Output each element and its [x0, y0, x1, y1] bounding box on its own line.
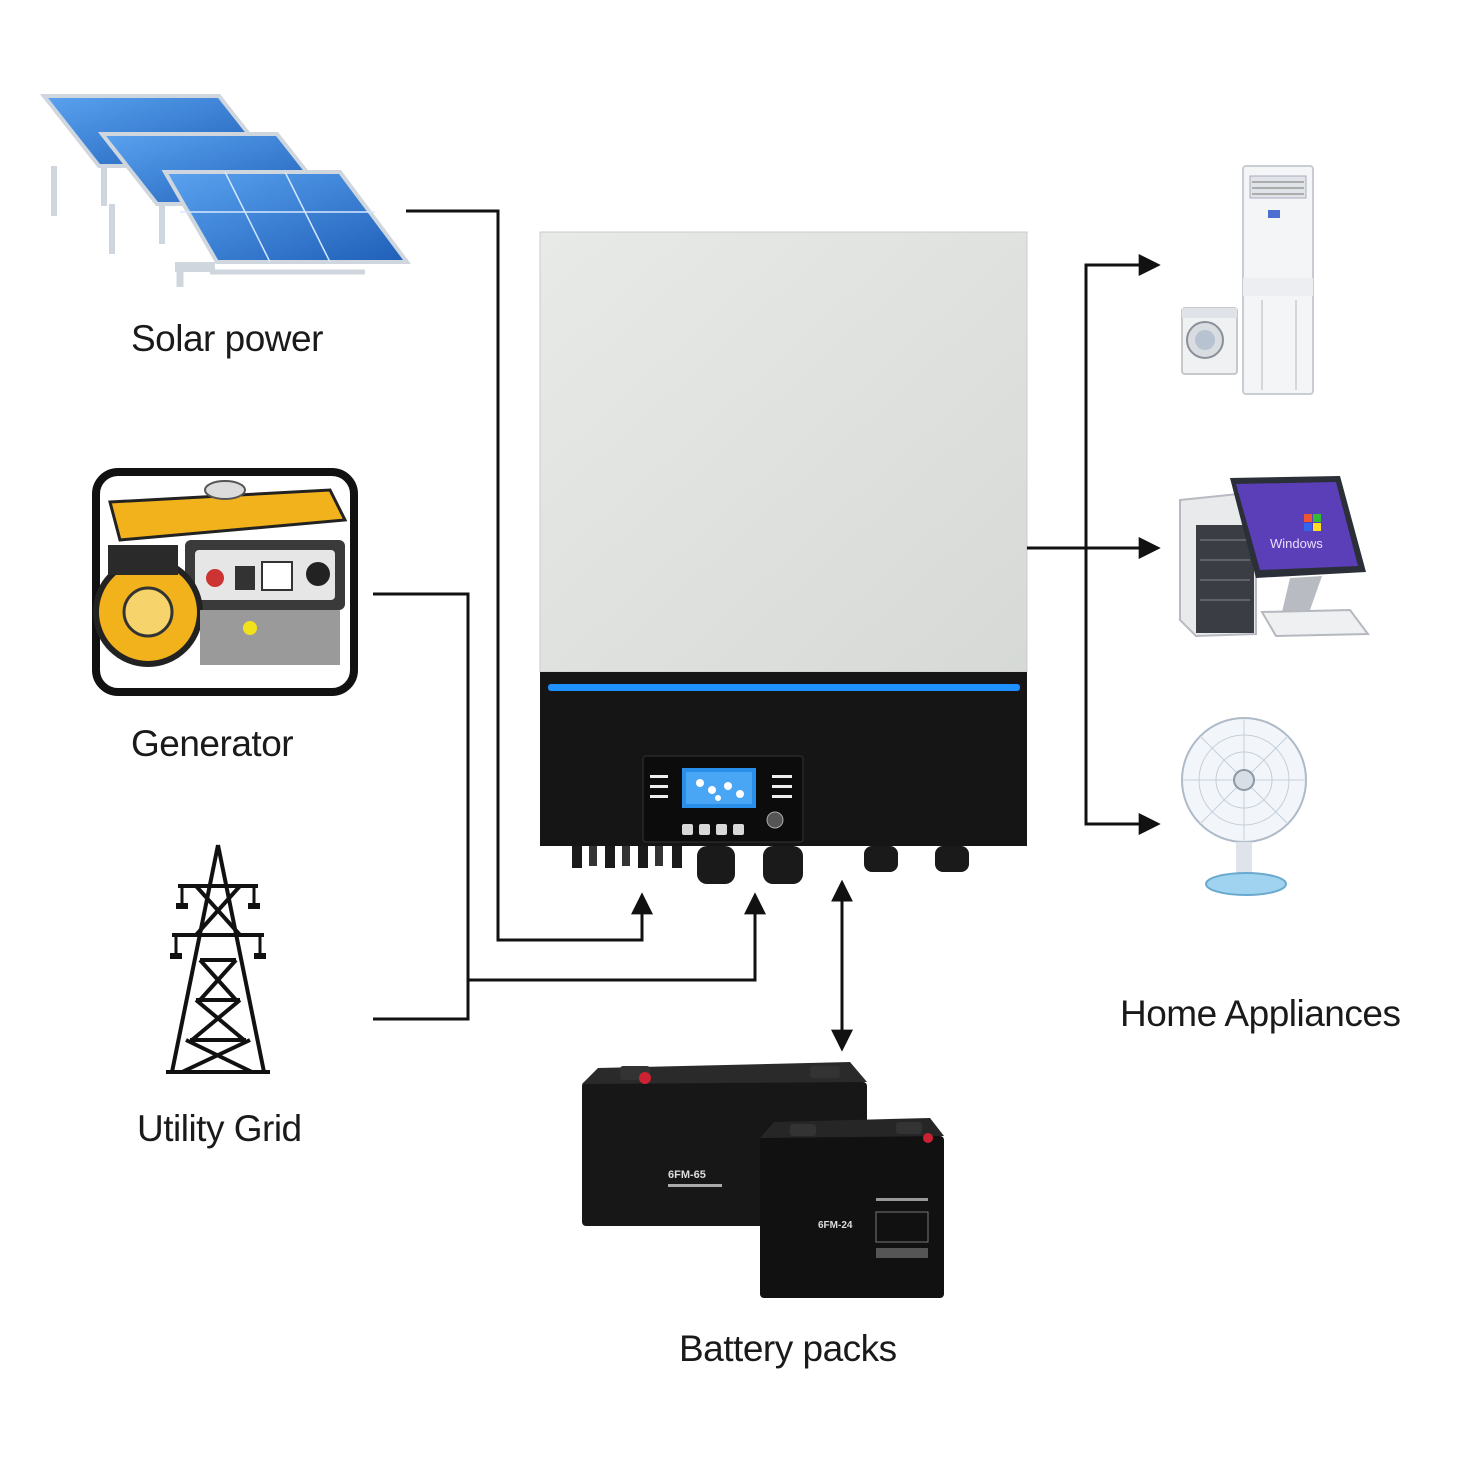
generator-to-inverter-line — [373, 592, 470, 1021]
output-bus-line — [1084, 263, 1157, 826]
air-conditioner-icon — [1242, 165, 1314, 395]
generator-icon — [92, 468, 358, 696]
battery-mark-large: 6FM-65 — [668, 1169, 706, 1181]
desktop-computer-icon: Windows — [1179, 476, 1370, 638]
screen-brand: Windows — [1270, 536, 1323, 551]
grid-to-inverter-line — [468, 892, 766, 982]
connection-lines — [373, 209, 1161, 1052]
transmission-tower-icon — [166, 844, 270, 1074]
battery-icon: 6FM-65 6FM-24 — [582, 1062, 944, 1298]
battery-mark-small: 6FM-24 — [818, 1220, 853, 1231]
home-appliances-label: Home Appliances — [1120, 993, 1401, 1034]
solar-power-label: Solar power — [131, 318, 323, 359]
solar-panel-icon — [39, 94, 411, 287]
electric-fan-icon — [1181, 717, 1307, 896]
inverter-icon — [539, 231, 1028, 884]
solar-to-inverter-line — [406, 209, 653, 942]
generator-label: Generator — [131, 723, 294, 764]
utility-grid-label: Utility Grid — [137, 1108, 302, 1149]
battery-packs-label: Battery packs — [679, 1328, 897, 1369]
washing-machine-icon — [1181, 307, 1238, 375]
